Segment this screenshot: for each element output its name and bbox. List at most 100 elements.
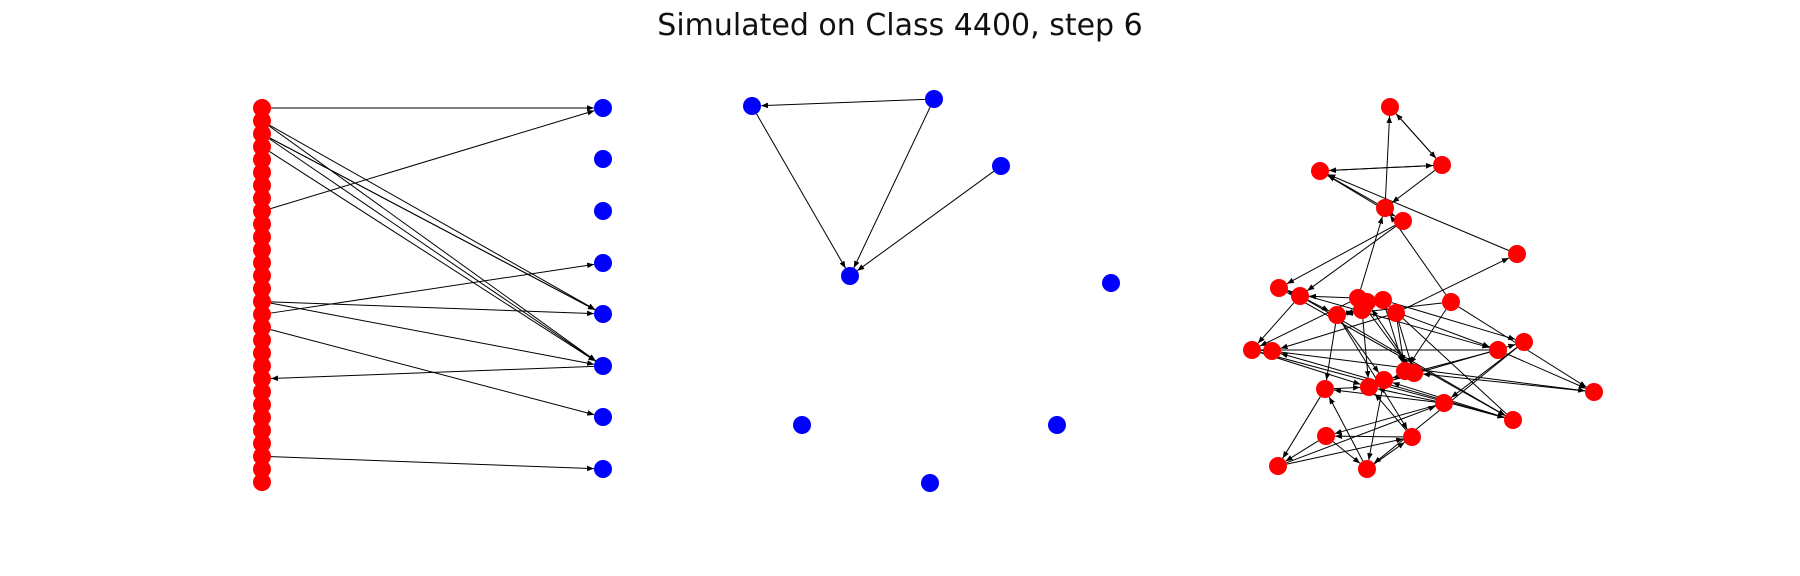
blue-graph-node xyxy=(793,416,811,434)
red-graph-edge xyxy=(1332,441,1361,464)
red-graph-node xyxy=(1394,212,1412,230)
red-graph-edge xyxy=(1333,384,1361,391)
red-graph-edge xyxy=(1328,396,1364,462)
red-graph-edge xyxy=(1391,302,1516,341)
red-graph-edge xyxy=(1341,322,1408,430)
red-graph-node xyxy=(1504,411,1522,429)
red-graph-edge xyxy=(1450,347,1518,398)
bipartite-node xyxy=(253,253,271,272)
bipartite-edge xyxy=(269,124,596,311)
bipartite-node xyxy=(253,111,271,130)
panel-blue-graph xyxy=(743,90,1120,492)
red-graph-edge xyxy=(1287,290,1295,297)
red-graph-edge xyxy=(1360,216,1384,290)
red-graph-edge xyxy=(1377,387,1436,402)
blue-graph-node xyxy=(1048,416,1066,434)
red-graph-edge xyxy=(1285,440,1319,462)
bipartite-edge xyxy=(269,151,596,362)
bipartite-edge xyxy=(270,302,595,366)
bipartite-edge xyxy=(270,109,595,210)
red-graph-node xyxy=(1403,428,1421,446)
red-graph-node xyxy=(1405,364,1423,382)
bipartite-node xyxy=(253,434,271,453)
bipartite-node xyxy=(253,189,271,208)
bipartite-node xyxy=(594,305,612,323)
bipartite-node xyxy=(253,460,271,479)
bipartite-node xyxy=(253,369,271,388)
red-graph-node xyxy=(1263,342,1281,360)
bipartite-edge xyxy=(269,138,596,362)
bipartite-node xyxy=(253,305,271,324)
panel-red-graph xyxy=(1243,98,1603,478)
red-graph-node xyxy=(1435,394,1453,412)
red-graph-edge xyxy=(1286,224,1396,285)
bipartite-node xyxy=(594,408,612,426)
bipartite-edge xyxy=(270,301,595,317)
red-graph-node xyxy=(1311,162,1329,180)
red-graph-edge xyxy=(1341,322,1380,373)
bipartite-node xyxy=(253,176,271,195)
bipartite-edge xyxy=(269,125,596,362)
red-graph-node xyxy=(1515,333,1533,351)
red-graph-edge xyxy=(1409,309,1447,364)
red-graph-edge xyxy=(1286,405,1436,464)
red-graph-edge xyxy=(1389,305,1507,415)
bipartite-edges xyxy=(269,105,596,472)
bipartite-node xyxy=(253,382,271,401)
red-graph-node xyxy=(1270,279,1288,297)
red-graph-edge xyxy=(1395,113,1437,159)
bipartite-node xyxy=(253,421,271,440)
bipartite-node xyxy=(253,473,271,492)
red-graph-edge xyxy=(1374,393,1407,431)
blue-graph-node xyxy=(743,97,761,115)
red-graph-edge xyxy=(1384,115,1393,200)
blue-graph-edges xyxy=(756,98,995,272)
red-graph-edge xyxy=(1362,304,1410,367)
bipartite-node xyxy=(594,202,612,220)
red-graph-node xyxy=(1376,199,1394,217)
blue-graph-edge xyxy=(756,113,846,269)
bipartite-node xyxy=(253,240,271,259)
red-graph-node xyxy=(1489,341,1507,359)
red-graph-node xyxy=(1291,287,1309,305)
bipartite-node xyxy=(253,266,271,285)
red-graph-node xyxy=(1243,341,1261,359)
red-graph-edge xyxy=(1391,170,1436,203)
red-graph-node xyxy=(1360,378,1378,396)
red-graph-node xyxy=(1358,293,1376,311)
red-graph-node xyxy=(1381,98,1399,116)
bipartite-node xyxy=(253,279,271,298)
bipartite-node xyxy=(253,318,271,337)
bipartite-node xyxy=(253,447,271,466)
red-graph-node xyxy=(1508,245,1526,263)
red-graph-edge xyxy=(1324,323,1337,381)
bipartite-edge xyxy=(270,456,595,472)
bipartite-node xyxy=(253,150,271,169)
red-graph-edge xyxy=(1334,404,1436,435)
bipartite-node xyxy=(253,124,271,143)
red-graph-edge xyxy=(1333,388,1436,403)
bipartite-node xyxy=(253,228,271,246)
bipartite-node xyxy=(594,150,612,168)
bipartite-node xyxy=(253,163,271,182)
red-graph-node xyxy=(1328,306,1346,324)
bipartite-node xyxy=(253,344,271,363)
red-graph-edge xyxy=(1506,353,1586,389)
red-graph-node xyxy=(1358,460,1376,478)
red-graph-node xyxy=(1585,383,1603,401)
red-graph-edge xyxy=(1307,299,1330,312)
blue-graph-node xyxy=(925,90,943,108)
red-graph-node xyxy=(1375,371,1393,389)
bipartite-node xyxy=(253,395,271,414)
red-graph-edge xyxy=(1328,164,1434,174)
red-graph-edge xyxy=(1282,396,1321,459)
blue-graph-nodes xyxy=(743,90,1120,492)
red-graph-edge xyxy=(1366,300,1490,348)
red-graph-edge xyxy=(1308,293,1350,300)
panel-bipartite-graph xyxy=(253,99,612,492)
bipartite-node xyxy=(594,99,612,117)
bipartite-node xyxy=(594,254,612,272)
red-graph-edge xyxy=(1328,174,1509,251)
red-graph-node xyxy=(1442,293,1460,311)
